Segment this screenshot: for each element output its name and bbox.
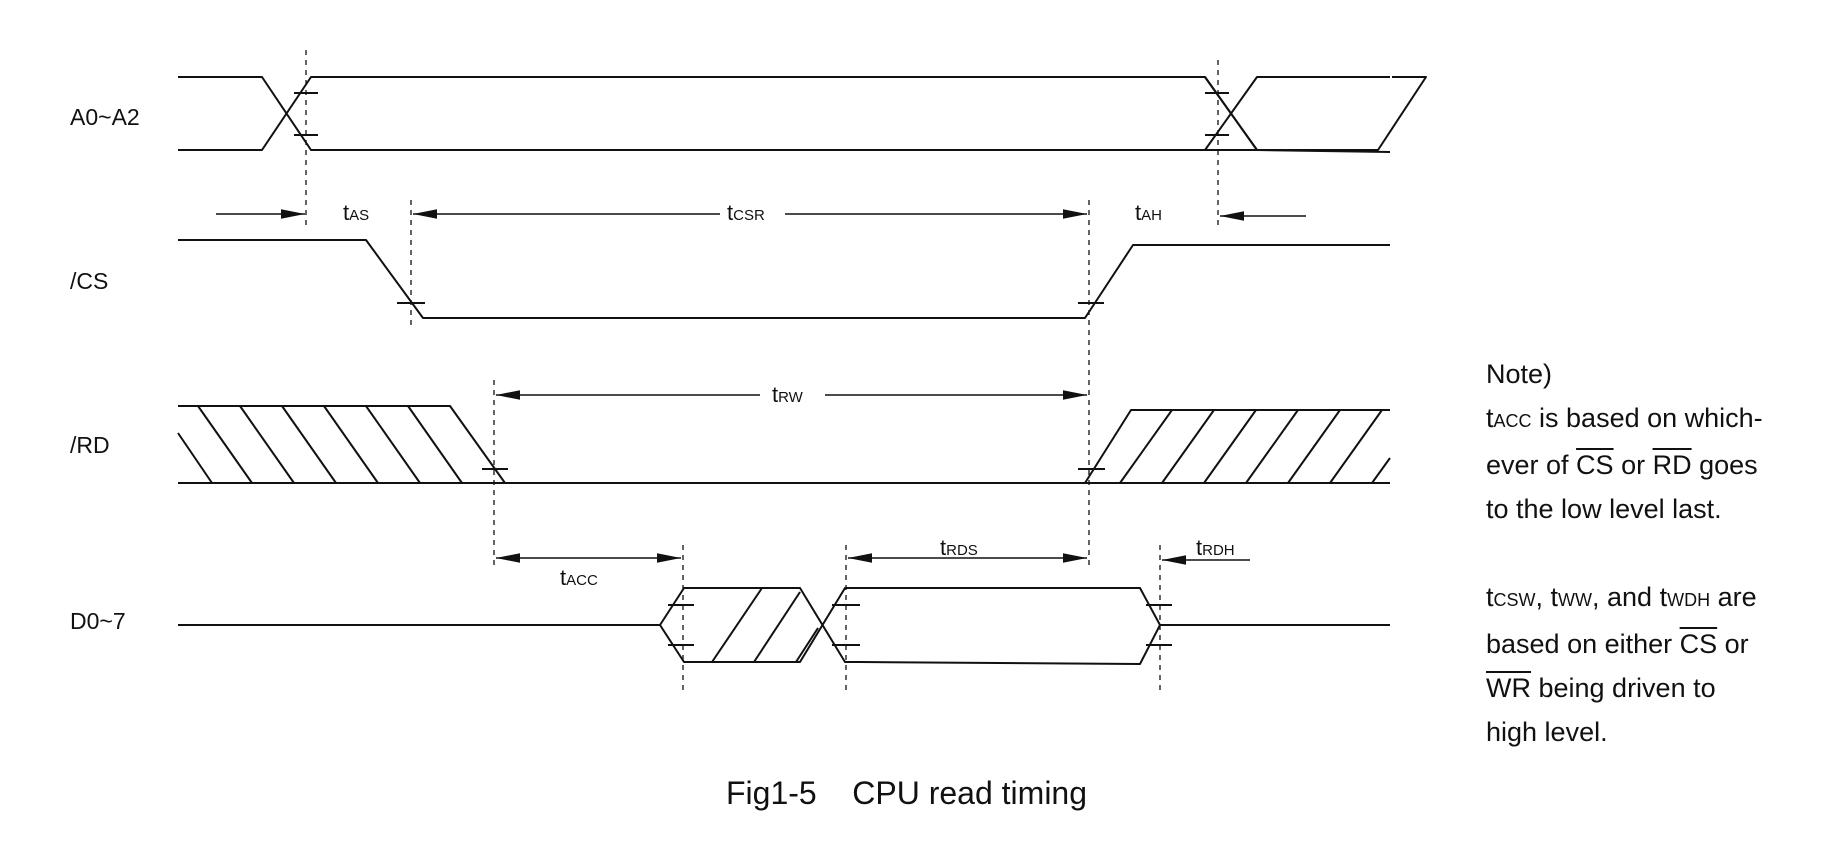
a0-a2-waveform (178, 76, 1427, 153)
notes-line-6: WR being driven to (1486, 673, 1716, 703)
signal-label-rd: /RD (70, 432, 110, 458)
notes-line-1: tACC is based on which- (1486, 403, 1763, 433)
cs-waveform (178, 239, 1390, 319)
d0-7-waveform (178, 587, 1390, 665)
param-tacc: tACC (560, 565, 598, 590)
signal-label-d0-7: D0~7 (70, 608, 126, 634)
dimension-arrows (216, 209, 1306, 565)
notes-line-4: tCSW, tWW, and tWDH are (1486, 582, 1757, 612)
figure-caption: Fig1-5 CPU read timing (726, 775, 1088, 811)
notes-line-5: based on either CS or (1486, 629, 1749, 659)
param-trdh: tRDH (1196, 535, 1235, 560)
notes-line-7: high level. (1486, 717, 1608, 747)
rd-waveform (177, 405, 1391, 484)
signal-label-cs: /CS (70, 268, 109, 294)
notes-block: Note) tACC is based on which- ever of CS… (1486, 352, 1804, 754)
signal-label-a0-a2: A0~A2 (70, 104, 140, 130)
notes-line-2: ever of CS or RD goes (1486, 450, 1758, 480)
reference-lines (305, 50, 1219, 690)
notes-line-3: to the low level last. (1486, 494, 1722, 524)
param-trw: tRW (772, 382, 803, 407)
param-trds: tRDS (940, 535, 978, 560)
notes-title: Note) (1486, 359, 1553, 389)
param-tcsr: tCSR (727, 200, 765, 225)
param-tah: tAH (1135, 200, 1162, 225)
param-tas: tAS (343, 200, 370, 225)
